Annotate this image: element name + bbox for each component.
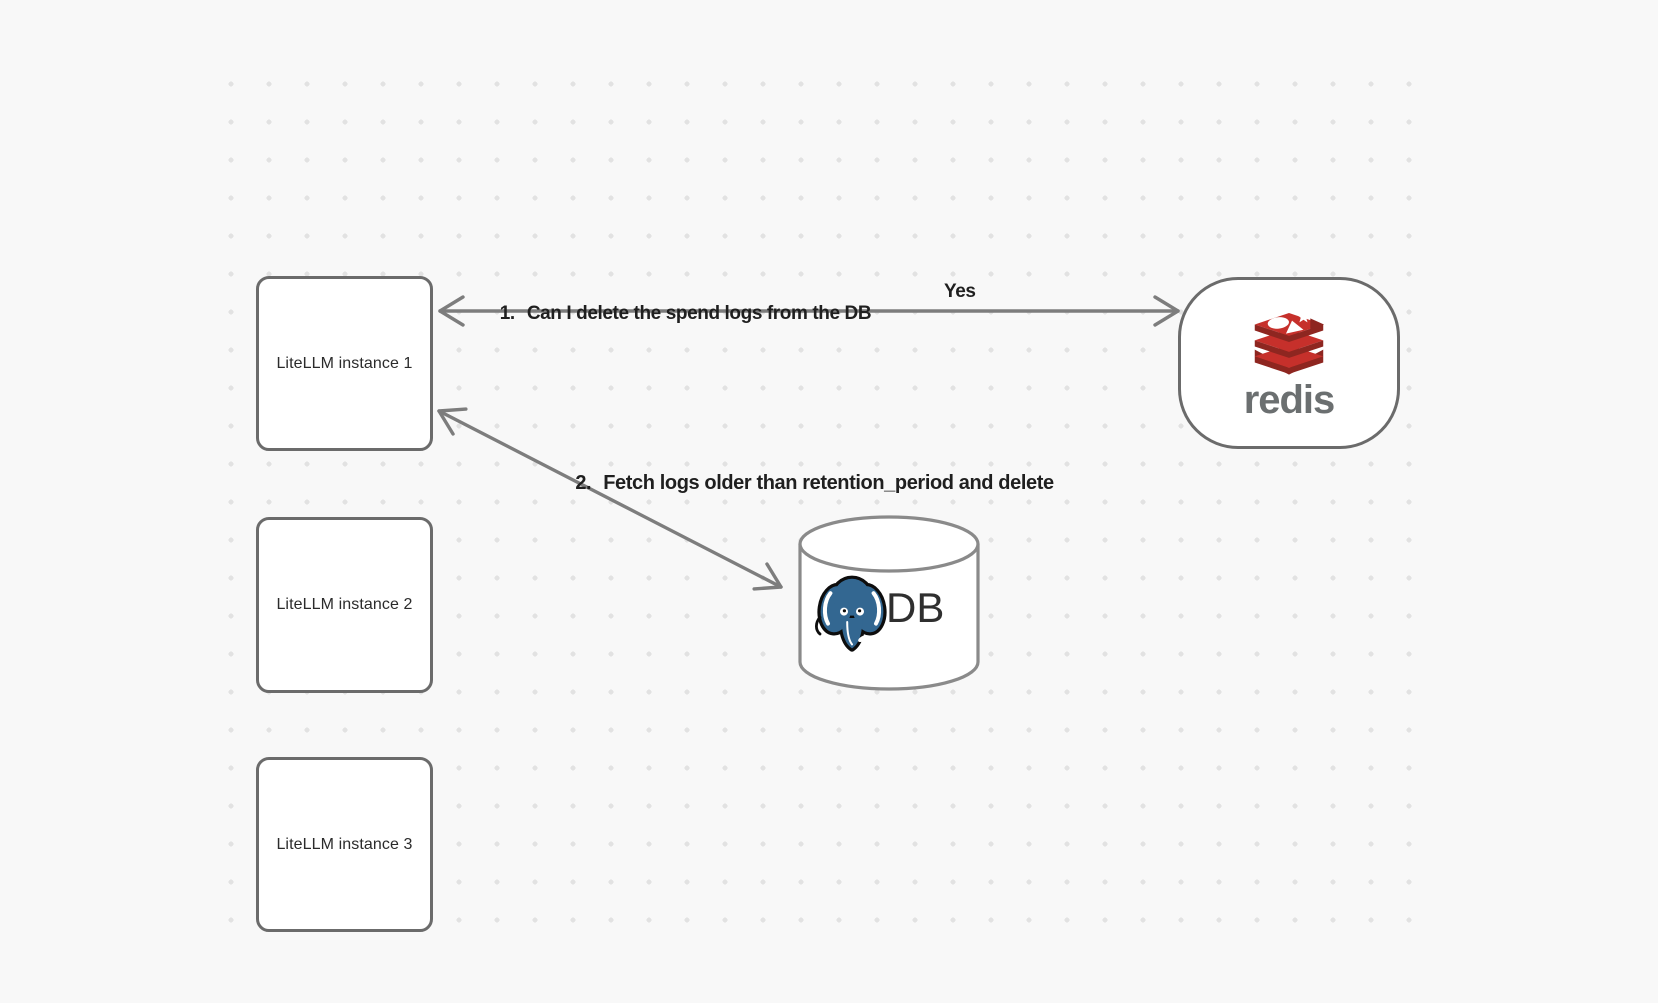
redis-wordmark: redis: [1243, 378, 1336, 422]
node-label: LiteLLM instance 2: [276, 596, 413, 613]
redis-star-shape: [1296, 310, 1310, 323]
edge2-text: Fetch logs older than retention_period a…: [603, 472, 1054, 494]
node-litellm-instance-3[interactable]: LiteLLM instance 3: [256, 757, 433, 932]
edge1-text: Can I delete the spend logs from the DB: [526, 303, 872, 324]
redis-dark-triangle-shape: [1310, 318, 1324, 331]
redis-cube-icon: [1254, 310, 1324, 375]
node-redis[interactable]: redis: [1178, 277, 1400, 449]
edge2-order: 2.: [575, 472, 592, 494]
node-database[interactable]: DB: [796, 512, 982, 698]
postgresql-elephant-icon: [815, 575, 887, 652]
edge2-label: 2. Fetch logs older than retention_period…: [565, 449, 1054, 495]
edge1-order: 1.: [499, 303, 515, 324]
edge1-response-label: Yes: [944, 281, 976, 302]
edge1-label: 1. Can I delete the spend logs from the D…: [490, 281, 872, 325]
node-litellm-instance-2[interactable]: LiteLLM instance 2: [256, 517, 433, 693]
node-label: LiteLLM instance 1: [276, 354, 413, 372]
node-label: LiteLLM instance 3: [276, 835, 413, 853]
redis-triangle-shape: [1285, 320, 1304, 334]
db-label: DB: [886, 584, 945, 631]
node-litellm-instance-1[interactable]: LiteLLM instance 1: [256, 276, 433, 451]
